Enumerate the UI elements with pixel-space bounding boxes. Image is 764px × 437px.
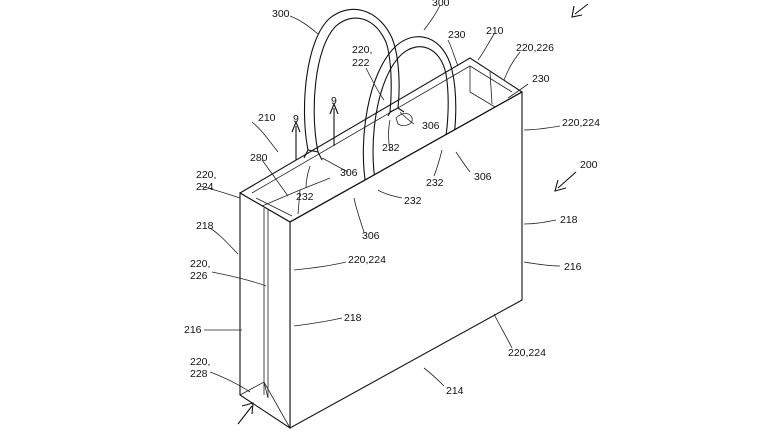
label-306-upper: 306 [422,120,440,132]
label-220-224-right-top: 220,224 [562,117,600,129]
label-218-left: 218 [196,220,214,232]
label-220-228-line2: 228 [190,368,208,380]
label-306-lower: 306 [362,230,380,242]
label-200: 200 [580,159,598,171]
label-306-right: 306 [474,171,492,183]
handle-back [303,8,405,161]
label-232-lower: 232 [404,195,422,207]
label-220-224-left-line2: 224 [196,181,214,193]
label-218-middle: 218 [344,312,362,324]
label-230-right: 230 [532,73,550,85]
label-section-9-right: 9 [331,95,337,107]
section-arrows [291,102,339,160]
label-216-right: 216 [564,261,582,273]
bag-body [239,91,523,430]
label-section-9-left: 9 [293,113,299,125]
label-280: 280 [250,152,268,164]
label-220-224-left-line1: 220, [196,169,216,181]
label-220-224-bottom: 220,224 [508,347,546,359]
label-220-226-left-line1: 220, [190,258,210,270]
label-220-224-middle: 220,224 [348,254,386,266]
label-220-226-top: 220,226 [516,42,554,54]
label-220-222-line1: 220, [352,44,372,56]
front-face [289,91,523,429]
label-214: 214 [446,385,464,397]
side-gusset [239,192,291,430]
label-232-right: 232 [426,177,444,189]
label-218-right: 218 [560,214,578,226]
reference-arrows [237,3,589,425]
label-300-right: 300 [432,0,450,9]
label-300-left: 300 [272,8,290,20]
label-220-222-line2: 222 [352,57,370,69]
label-220-228-line1: 220, [190,356,210,368]
label-232-upper: 232 [382,142,400,154]
label-230-top: 230 [448,29,466,41]
label-216-left: 216 [184,324,202,336]
reference-numerals: 300 300 220, 222 230 210 220,226 230 9 9… [184,0,600,397]
label-210-top: 210 [486,25,504,37]
label-306-middle: 306 [340,167,358,179]
label-210-left: 210 [258,112,276,124]
label-232-left: 232 [296,191,314,203]
label-220-226-left-line2: 226 [190,270,208,282]
leader-lines [199,4,561,393]
